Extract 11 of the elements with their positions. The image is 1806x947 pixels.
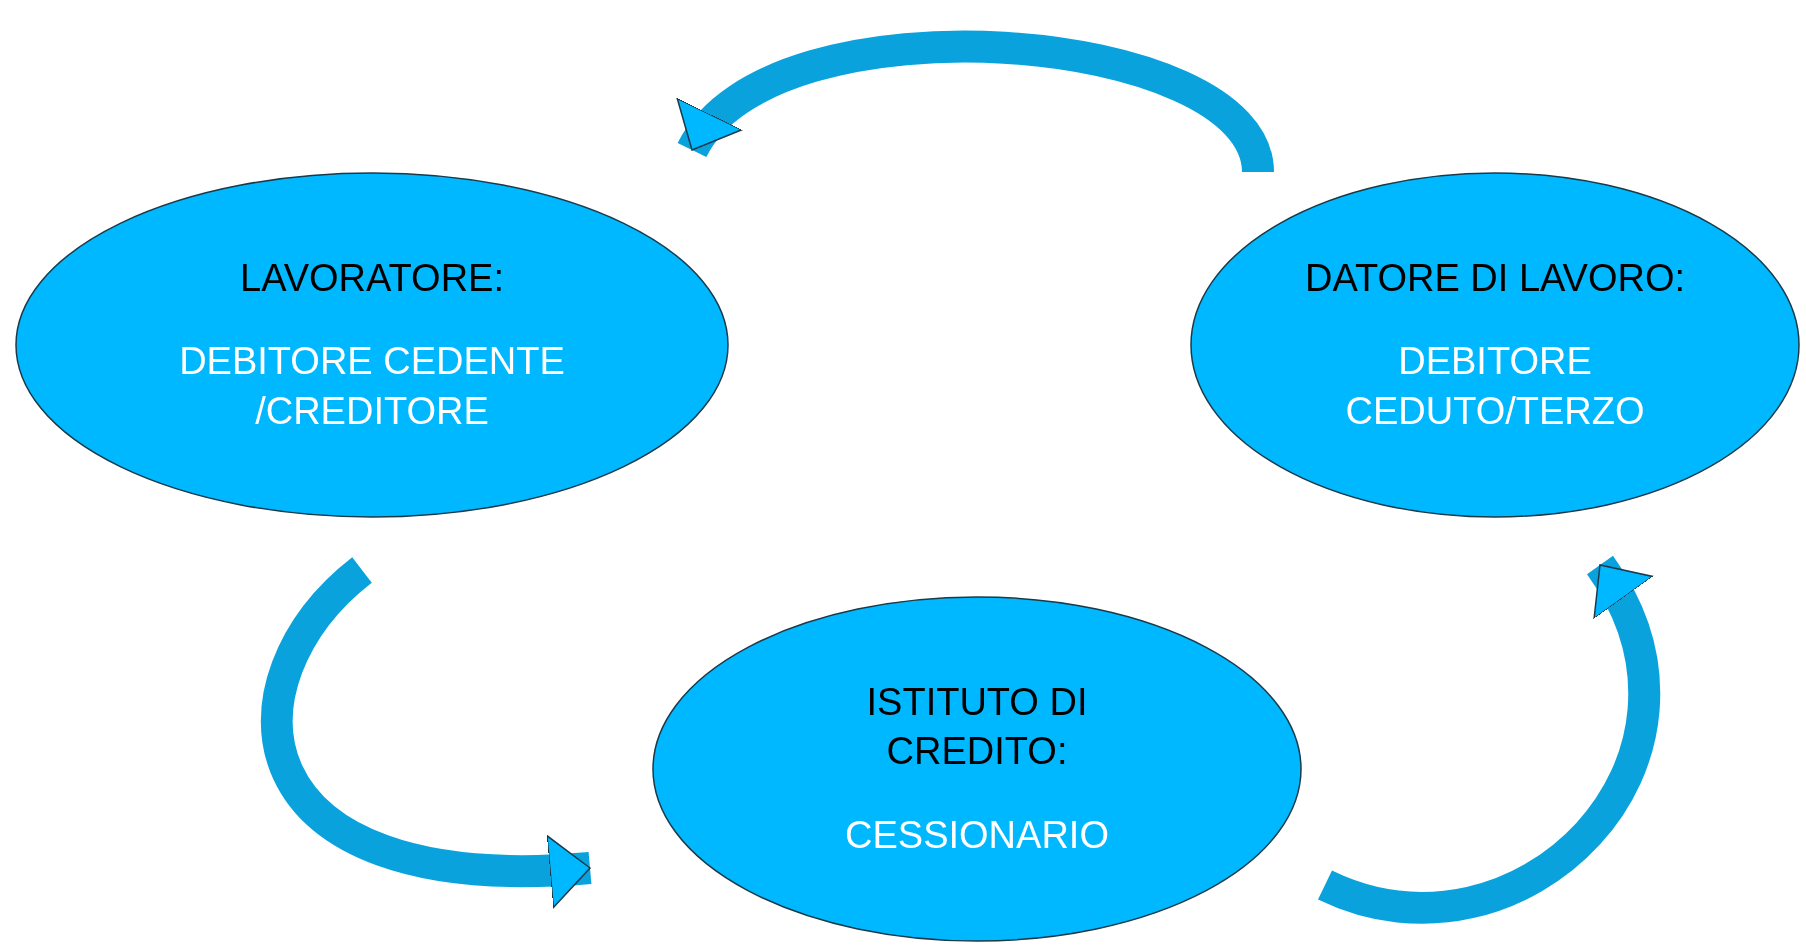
node-text: CESSIONARIO [845, 812, 1109, 858]
ellipse-node [652, 596, 1302, 942]
node-heading: DATORE DI LAVORO: [1304, 255, 1686, 301]
node-text: DEBITORE CEDUTO/TERZO [1344, 339, 1646, 434]
curved-arrow [262, 558, 591, 907]
ellipse-node [1190, 172, 1800, 518]
ellipse-node [15, 172, 729, 518]
node-heading: LAVORATORE: [240, 255, 504, 301]
node-heading: ISTITUTO DI CREDITO: [865, 679, 1089, 775]
curved-arrow [1319, 557, 1660, 924]
node-text: DEBITORE CEDENTE /CREDITORE [178, 339, 566, 434]
